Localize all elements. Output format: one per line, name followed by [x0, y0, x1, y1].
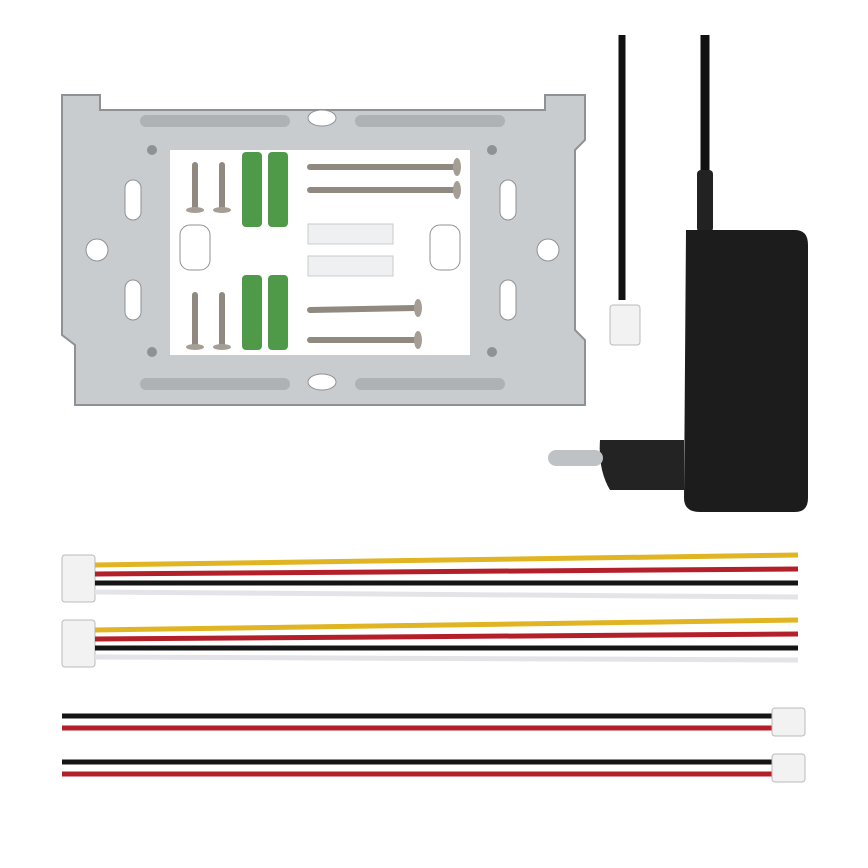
- screws: [192, 162, 458, 348]
- two-wire-cable: [62, 707, 806, 737]
- power-adapter: [548, 35, 808, 512]
- wall-anchors: [242, 152, 288, 350]
- four-wire-cable: [61, 617, 799, 668]
- adapter-connector: [609, 304, 641, 346]
- two-wire-cable: [62, 753, 806, 783]
- mounting-plate: [61, 94, 586, 406]
- plate-cutout: [170, 150, 470, 355]
- four-wire-cable: [61, 552, 799, 603]
- spacers: [307, 223, 394, 277]
- plug-pin: [548, 450, 603, 466]
- screw-heads: [186, 158, 461, 350]
